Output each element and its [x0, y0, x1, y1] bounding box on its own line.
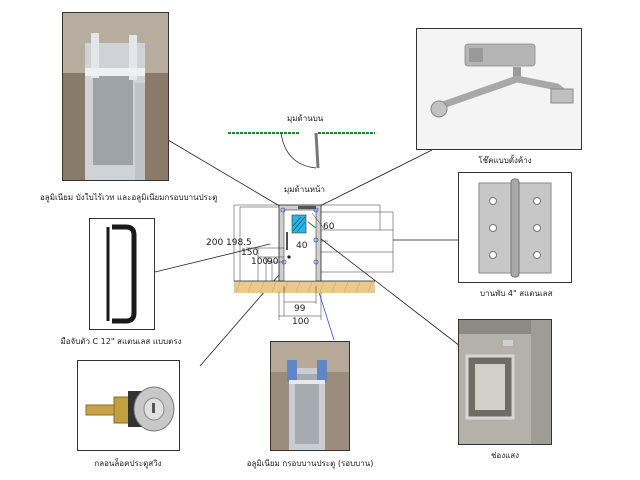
- leader-lines: [154, 139, 461, 367]
- top-view-label: มุมด้านบน: [287, 114, 324, 123]
- dim-100: 100: [251, 257, 268, 267]
- caption-hinge: บานพับ 4" สแตนเลส: [480, 289, 553, 298]
- caption-vision-panel: ช่องแสง: [490, 451, 520, 460]
- photo-sash-profile: [270, 341, 350, 451]
- caption-sash-profile: อลูมิเนียม กรอบบานประตู (รอบบาน): [246, 459, 374, 468]
- top-view: มุมด้านบน: [228, 114, 375, 169]
- caption-frame-profile: อลูมิเนียม บังใบไร้เวท และอลูมิเนียมกรอบ…: [40, 193, 218, 202]
- dim-40: 40: [296, 241, 308, 251]
- dim-100-width: 100: [292, 317, 309, 327]
- dim-90: 90: [267, 257, 279, 267]
- caption-handle: มือจับตัว C 12" สแตนเลส แบบตรง: [60, 337, 182, 346]
- front-view-label: มุมด้านหน้า: [284, 185, 325, 194]
- dimension-lines: [233, 204, 394, 320]
- photo-vision-panel: [458, 319, 552, 445]
- caption-deadbolt: กลอนล็อคประตูสวิง: [94, 459, 162, 468]
- front-view: มุมด้านหน้า: [278, 185, 325, 282]
- caption-door-closer: โช๊คแบบตั้งค้าง: [478, 156, 532, 165]
- leader-door-closer: [317, 149, 433, 208]
- photo-door-closer: [416, 28, 582, 150]
- leader-frame-profile: [167, 139, 284, 209]
- dim-200: 200: [206, 238, 223, 248]
- leader-handle: [154, 243, 271, 273]
- floor: [234, 281, 375, 293]
- photo-hinge: [458, 172, 572, 283]
- dim-99: 99: [294, 304, 306, 314]
- lock-mark: [287, 255, 291, 259]
- photo-frame-profile: [62, 12, 169, 181]
- door-closer-mark: [298, 206, 316, 209]
- leader-vision-panel: [311, 231, 461, 347]
- dim-198-5: 198.5: [226, 238, 252, 248]
- photo-handle: [89, 218, 155, 330]
- photo-deadbolt: [77, 360, 180, 451]
- dim-150: 150: [241, 248, 258, 258]
- dim-60: 60: [323, 222, 335, 232]
